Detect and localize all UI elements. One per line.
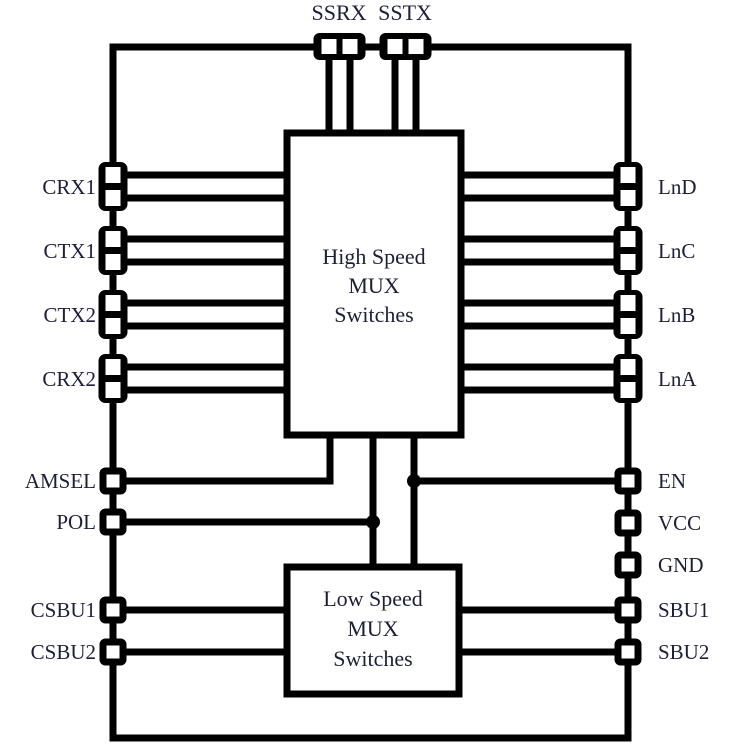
pin-vcc-pad: [621, 516, 635, 530]
pin-ssrx-pad-b: [342, 39, 358, 54]
pin-sstx: [379, 33, 432, 60]
pin-lna: [613, 354, 643, 403]
pin-ctx1-pad-b: [105, 254, 121, 270]
pin-lna-pad-b: [620, 382, 636, 398]
pin-label-gnd: GND: [658, 553, 704, 577]
wires: [109, 43, 632, 742]
pin-pol: [99, 508, 127, 536]
pin-label-lnd: LnD: [658, 175, 697, 199]
pin-label-sbu1: SBU1: [658, 598, 709, 622]
pin-ssrx-pad-a: [321, 39, 337, 54]
pin-label-lnb: LnB: [658, 303, 695, 327]
pin-gnd: [614, 551, 642, 579]
pin-lnb: [613, 290, 643, 339]
pin-label-sbu2: SBU2: [658, 640, 709, 664]
pin-label-vcc: VCC: [658, 511, 701, 535]
pin-csbu1: [99, 596, 127, 624]
pin-label-en: EN: [658, 469, 686, 493]
pin-lnb-pad-a: [620, 295, 636, 311]
pin-csbu1-pad: [106, 603, 120, 617]
function-blocks: [283, 129, 465, 698]
pin-en-pad: [621, 474, 635, 488]
pin-crx2-pad-a: [105, 359, 121, 375]
pin-lnd-pad-b: [620, 190, 636, 206]
pin-label-ctx2: CTX2: [44, 303, 97, 327]
pin-lnd-pad-a: [620, 167, 636, 183]
labels: SSRX SSTX CRX1 CTX1 CTX2 CRX2 AMSEL POL …: [25, 0, 710, 671]
pin-label-csbu2: CSBU2: [31, 640, 96, 664]
pin-crx2-pad-b: [105, 382, 121, 398]
pin-sstx-pad-b: [408, 39, 424, 54]
pin-lnb-pad-b: [620, 318, 636, 334]
pin-symbols: [98, 33, 643, 666]
amsel-wire: [113, 432, 334, 485]
high-speed-mux-label-line3: Switches: [334, 302, 413, 327]
pin-csbu2: [99, 638, 127, 666]
pin-label-ctx1: CTX1: [44, 239, 97, 263]
pin-ssrx-body: [313, 33, 366, 60]
pin-vcc: [614, 509, 642, 537]
pin-pol-pad: [106, 515, 120, 529]
pin-sbu2: [614, 638, 642, 666]
pin-crx2: [98, 354, 128, 403]
pin-crx1: [98, 162, 128, 211]
pin-label-amsel: AMSEL: [25, 469, 96, 493]
pin-label-lna: LnA: [658, 367, 697, 391]
pin-label-crx2: CRX2: [42, 367, 96, 391]
pin-sstx-pad-a: [387, 39, 403, 54]
en-junction-dot: [407, 474, 421, 488]
pin-label-pol: POL: [56, 510, 96, 534]
low-speed-mux-block: [283, 563, 463, 698]
pin-lna-pad-a: [620, 359, 636, 375]
pin-sbu1: [614, 596, 642, 624]
high-speed-mux-label-line1: High Speed: [322, 244, 425, 269]
pin-lnd: [613, 162, 643, 211]
high-speed-mux-label-line2: MUX: [348, 273, 399, 298]
pin-ctx1-pad-a: [105, 231, 121, 247]
pin-en: [614, 467, 642, 495]
low-speed-mux-label-line1: Low Speed: [323, 586, 423, 611]
pin-sstx-body: [379, 33, 432, 60]
low-speed-mux-label-line3: Switches: [333, 646, 412, 671]
pin-ctx2: [98, 290, 128, 339]
pin-lnc-pad-b: [620, 254, 636, 270]
pol-junction-dot: [366, 515, 380, 529]
pin-ssrx: [313, 33, 366, 60]
pin-lnc: [613, 226, 643, 275]
high-speed-mux-block: [283, 129, 465, 439]
pin-gnd-pad: [621, 558, 635, 572]
pin-label-ssrx: SSRX: [311, 0, 366, 25]
pin-ctx2-pad-b: [105, 318, 121, 334]
pin-crx1-pad-a: [105, 167, 121, 183]
pin-amsel: [99, 467, 127, 495]
pin-ctx2-pad-a: [105, 295, 121, 311]
pin-amsel-pad: [106, 474, 120, 488]
pin-crx1-pad-b: [105, 190, 121, 206]
pin-label-csbu1: CSBU1: [31, 598, 96, 622]
low-speed-mux-label-line2: MUX: [347, 616, 398, 641]
pin-label-crx1: CRX1: [42, 175, 96, 199]
pin-label-sstx: SSTX: [378, 0, 432, 25]
pin-ctx1: [98, 226, 128, 275]
pin-sbu2-pad: [621, 645, 635, 659]
pin-csbu2-pad: [106, 645, 120, 659]
pin-lnc-pad-a: [620, 231, 636, 247]
pin-sbu1-pad: [621, 603, 635, 617]
pin-label-lnc: LnC: [658, 239, 695, 263]
